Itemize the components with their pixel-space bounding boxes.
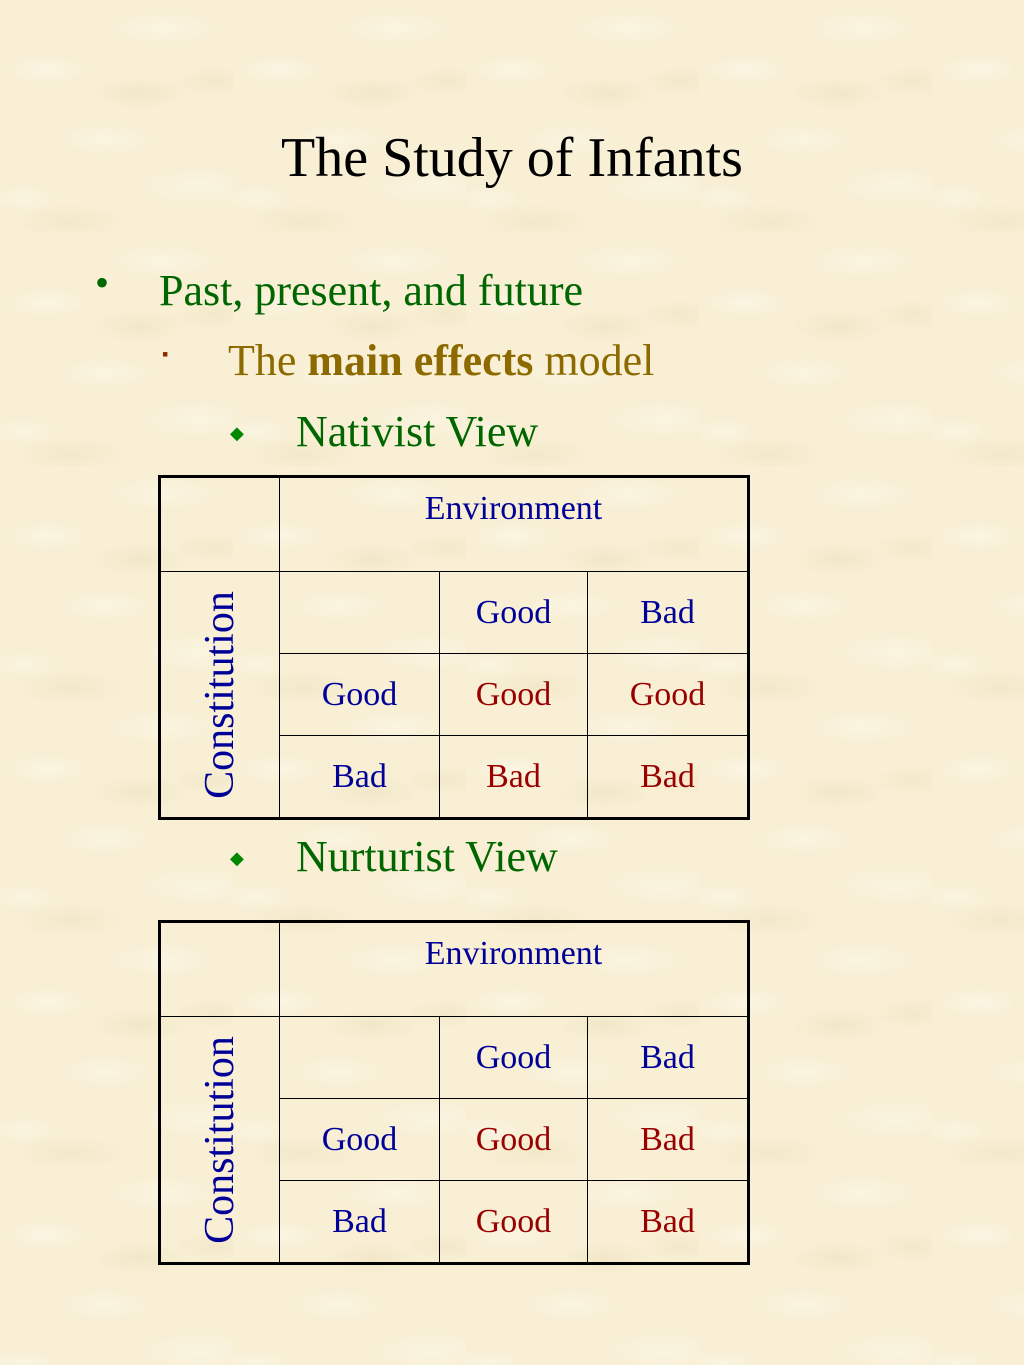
row-label: Bad — [279, 1180, 440, 1264]
outcome-cell: Bad — [439, 735, 588, 819]
slide-title: The Study of Infants — [281, 127, 743, 189]
bullet-nativist-view: ◆ Nativist View — [230, 403, 538, 459]
bullet-level2-text-bold: main effects — [307, 335, 534, 385]
outcome-cell: Bad — [587, 1180, 749, 1264]
outcome-cell: Good — [439, 653, 588, 736]
outcome-cell: Good — [439, 1180, 588, 1264]
blank-cell — [279, 1016, 440, 1099]
nurturist-view-label: Nurturist View — [296, 831, 558, 881]
bullet-level2-text: The main effects model — [228, 335, 654, 386]
round-bullet-icon: • — [95, 259, 110, 305]
nativist-view-label: Nativist View — [296, 406, 539, 456]
table-row: Bad Bad Bad — [160, 735, 749, 819]
bullet-level2: ▪ The main effects model — [162, 330, 654, 390]
column-label: Good — [439, 571, 588, 654]
outcome-cell: Bad — [587, 735, 749, 819]
diamond-bullet-icon: ◆ — [230, 847, 244, 868]
constitution-header: Constitution — [197, 590, 243, 799]
bullet-level2-text-before: The — [228, 335, 308, 385]
column-label: Good — [439, 1016, 588, 1099]
table-row: Constitution Good Bad — [159, 571, 749, 819]
table-row: Environment — [159, 921, 749, 1017]
nativist-table: Environment Constitution Good Bad Good G… — [158, 475, 750, 820]
environment-header: Environment — [279, 476, 749, 572]
nurturist-table: Environment Constitution Good Bad Good G… — [158, 920, 750, 1265]
table-row: Constitution Good Bad — [159, 1016, 749, 1264]
row-label: Good — [279, 1098, 440, 1181]
table-row: Bad Good Bad — [160, 1180, 749, 1264]
constitution-header-cell: Constitution — [159, 571, 280, 819]
column-label: Bad — [587, 571, 749, 654]
blank-cell — [279, 571, 440, 654]
diamond-bullet-icon: ◆ — [230, 422, 244, 443]
outcome-cell: Good — [439, 1098, 588, 1181]
outcome-cell: Good — [587, 653, 749, 736]
outcome-cell: Bad — [587, 1098, 749, 1181]
column-label: Bad — [587, 1016, 749, 1099]
row-label: Bad — [279, 735, 440, 819]
square-bullet-icon: ▪ — [162, 343, 169, 364]
bullet-level1-text: Past, present, and future — [159, 265, 583, 315]
corner-cell — [159, 476, 280, 572]
row-label: Good — [279, 653, 440, 736]
environment-header: Environment — [279, 921, 749, 1017]
table-row: Good Good Good — [160, 653, 749, 736]
constitution-header-cell: Constitution — [159, 1016, 280, 1264]
table-row: Environment — [159, 476, 749, 572]
constitution-header: Constitution — [197, 1035, 243, 1244]
bullet-level1: • Past, present, and future — [95, 260, 583, 320]
corner-cell — [159, 921, 280, 1017]
table-row: Good Good Bad — [160, 1098, 749, 1181]
bullet-level2-text-after: model — [533, 335, 655, 385]
bullet-nurturist-view: ◆ Nurturist View — [230, 828, 558, 884]
